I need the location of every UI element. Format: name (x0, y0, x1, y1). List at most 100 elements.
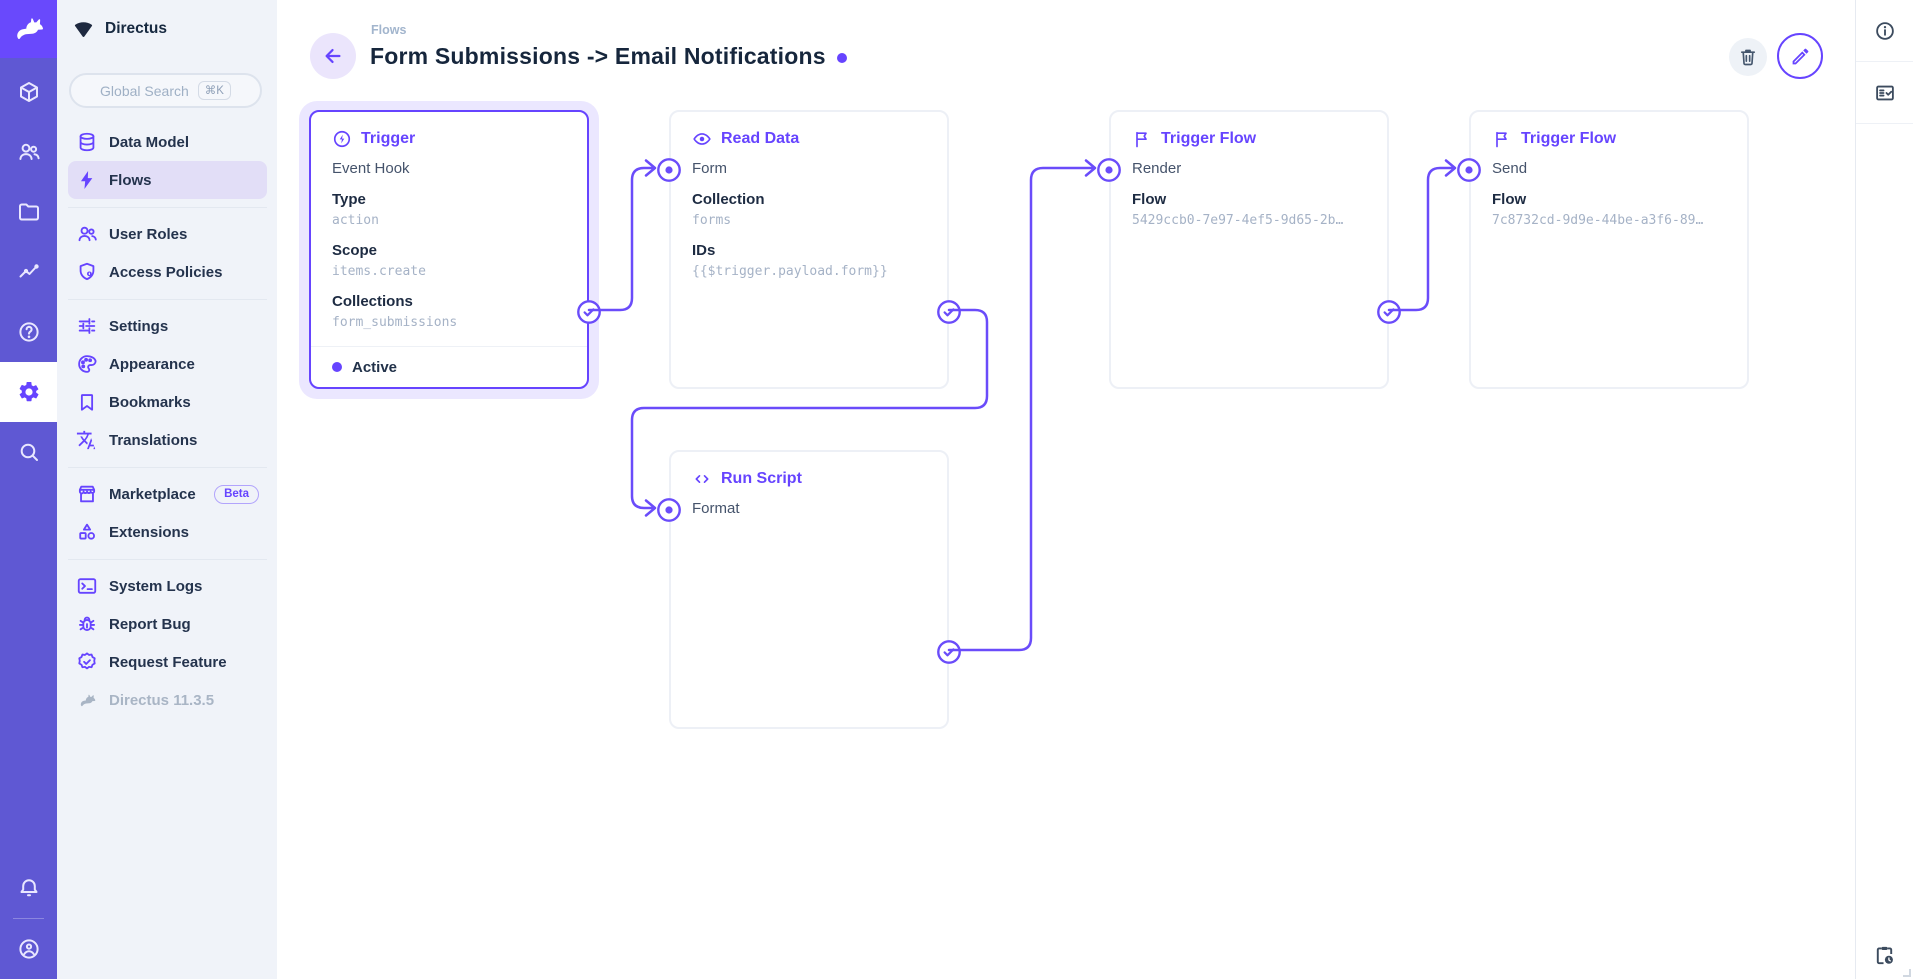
field-label: Scope (332, 242, 378, 259)
module-bar-divider (13, 918, 44, 919)
info-icon (1874, 20, 1896, 42)
field-value: form_submissions (332, 315, 458, 330)
panel-field: Collections form_submissions (332, 292, 566, 332)
panel-field: Flow 7c8732cd-9d9e-44be-a3f6-89… (1492, 190, 1726, 230)
database-icon (76, 131, 98, 153)
input-connector[interactable] (656, 157, 682, 183)
sidebar-item-label: Access Policies (109, 263, 223, 281)
help-icon (17, 320, 41, 344)
connection-render-to-send (1387, 159, 1457, 312)
module-users[interactable] (0, 122, 57, 182)
breadcrumb[interactable]: Flows (371, 23, 407, 37)
sidebar-item-appearance[interactable]: Appearance (68, 345, 267, 383)
right-sidebar (1855, 0, 1913, 979)
module-settings[interactable] (0, 362, 57, 422)
output-connector[interactable] (576, 299, 602, 325)
output-connector[interactable] (1376, 299, 1402, 325)
module-help[interactable] (0, 302, 57, 362)
search-icon (17, 440, 41, 464)
tune-icon (76, 315, 98, 337)
notifications-button[interactable] (0, 858, 57, 918)
flow-panel-trigger-flow-render[interactable]: Trigger Flow Render Flow 5429ccb0-7e97-4… (1097, 110, 1401, 389)
flow-panel-trigger[interactable]: Trigger Event Hook Type action Scope ite… (309, 110, 601, 389)
flow-panel-run-script[interactable]: Run Script Format (657, 450, 961, 729)
sidebar-item-user-roles[interactable]: User Roles (68, 215, 267, 253)
sidebar-item-access-policies[interactable]: Access Policies (68, 253, 267, 291)
sidebar-info-button[interactable] (1856, 0, 1913, 62)
panel-title: Trigger Flow (1161, 130, 1257, 147)
sidebar-item-label: Extensions (109, 523, 190, 541)
sidebar-item-data-model[interactable]: Data Model (68, 123, 267, 161)
sidebar-item-settings[interactable]: Settings (68, 307, 267, 345)
active-status-dot (332, 362, 342, 372)
sidebar-divider (68, 291, 267, 307)
shapes-icon (76, 521, 98, 543)
input-connector[interactable] (1456, 157, 1482, 183)
back-button[interactable] (310, 33, 356, 79)
field-label: Collections (332, 293, 413, 310)
sidebar-item-label: Settings (109, 317, 169, 335)
search-placeholder: Global Search (100, 82, 189, 99)
account-button[interactable] (0, 919, 57, 979)
sidebar-item-directus-11-3-5[interactable]: Directus 11.3.5 (68, 681, 267, 719)
arrow-left-icon (322, 45, 344, 67)
sidebar-item-label: Data Model (109, 133, 190, 151)
field-value: items.create (332, 264, 426, 279)
sidebar-item-system-logs[interactable]: System Logs (68, 567, 267, 605)
panel-status-row: Active (311, 346, 587, 387)
field-value: action (332, 213, 379, 228)
edit-flow-button[interactable] (1777, 33, 1823, 79)
shield-lock-icon (76, 261, 98, 283)
sidebar-item-label: Directus 11.3.5 (109, 691, 215, 709)
pending-revisions-button[interactable] (1856, 944, 1913, 967)
input-connector[interactable] (656, 497, 682, 523)
global-search-input[interactable]: Global Search ⌘K (69, 73, 262, 108)
resize-handle[interactable] (1903, 969, 1911, 977)
sidebar-item-extensions[interactable]: Extensions (68, 513, 267, 551)
panel-name: Event Hook (332, 160, 410, 177)
output-connector[interactable] (936, 299, 962, 325)
sidebar-item-label: System Logs (109, 577, 203, 595)
sidebar-item-bookmarks[interactable]: Bookmarks (68, 383, 267, 421)
sidebar-item-label: User Roles (109, 225, 188, 243)
sidebar-item-request-feature[interactable]: Request Feature (68, 643, 267, 681)
field-value: forms (692, 213, 732, 228)
panel-header: Trigger (332, 129, 566, 149)
panel-name: Send (1492, 160, 1528, 177)
status-label: Active (352, 358, 398, 376)
input-connector[interactable] (1096, 157, 1122, 183)
module-content[interactable] (0, 62, 57, 122)
module-insights[interactable] (0, 242, 57, 302)
output-connector[interactable] (936, 639, 962, 665)
sidebar-item-flows[interactable]: Flows (68, 161, 267, 199)
sidebar-item-report-bug[interactable]: Report Bug (68, 605, 267, 643)
panel-field: Flow 5429ccb0-7e97-4ef5-9d65-2b… (1132, 190, 1366, 230)
people-icon (76, 223, 98, 245)
panel-field: Collection forms (692, 190, 926, 230)
bolt-icon (76, 169, 98, 191)
flow-panel-trigger-flow-send[interactable]: Trigger Flow Send Flow 7c8732cd-9d9e-44b… (1457, 110, 1749, 389)
field-label: Flow (1132, 191, 1167, 208)
sidebar-divider (68, 551, 267, 567)
project-logo-button[interactable] (0, 0, 57, 58)
module-search[interactable] (0, 422, 57, 482)
sidebar-item-translations[interactable]: Translations (68, 421, 267, 459)
page-title: Form Submissions -> Email Notifications (370, 40, 847, 72)
delete-flow-button[interactable] (1729, 38, 1767, 76)
beta-badge: Beta (214, 484, 259, 504)
page-title-text: Form Submissions -> Email Notifications (370, 42, 826, 69)
module-files[interactable] (0, 182, 57, 242)
users-icon (17, 140, 41, 164)
project-header[interactable]: Directus (57, 0, 277, 58)
panel-title: Run Script (721, 470, 802, 487)
bolt-circle-icon (332, 129, 352, 149)
sidebar-item-label: Bookmarks (109, 393, 191, 411)
rabbit-icon (76, 689, 98, 711)
flow-panel-read-data[interactable]: Read Data Form Collection forms IDs {{$t… (657, 110, 961, 389)
sidebar-logs-button[interactable] (1856, 62, 1913, 124)
bug-icon (76, 613, 98, 635)
panel-header: Run Script (692, 469, 926, 489)
